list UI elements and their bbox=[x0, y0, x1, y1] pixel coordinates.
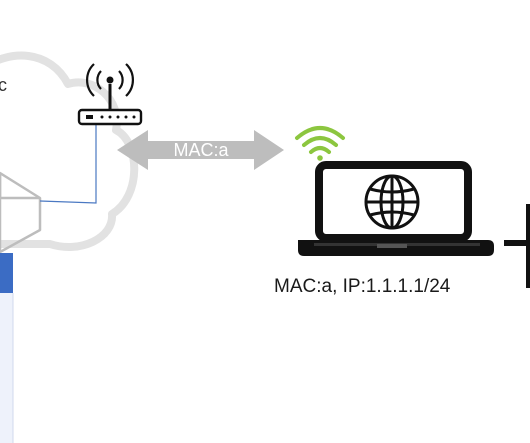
link-arrow-label: MAC:a bbox=[173, 140, 229, 160]
panel-header bbox=[0, 253, 13, 293]
cube-icon bbox=[0, 171, 42, 254]
laptop-caption: MAC:a, IP:1.1.1.1/24 bbox=[274, 276, 451, 297]
network-cable bbox=[39, 120, 97, 204]
panel-body bbox=[0, 293, 13, 443]
wifi-icon bbox=[295, 126, 345, 161]
cloud-shape bbox=[0, 51, 139, 252]
link-arrow bbox=[117, 130, 284, 170]
globe-icon bbox=[364, 174, 420, 230]
cloud-label: c bbox=[0, 75, 7, 95]
router-icon bbox=[77, 63, 143, 126]
cropped-device-right bbox=[504, 204, 530, 288]
